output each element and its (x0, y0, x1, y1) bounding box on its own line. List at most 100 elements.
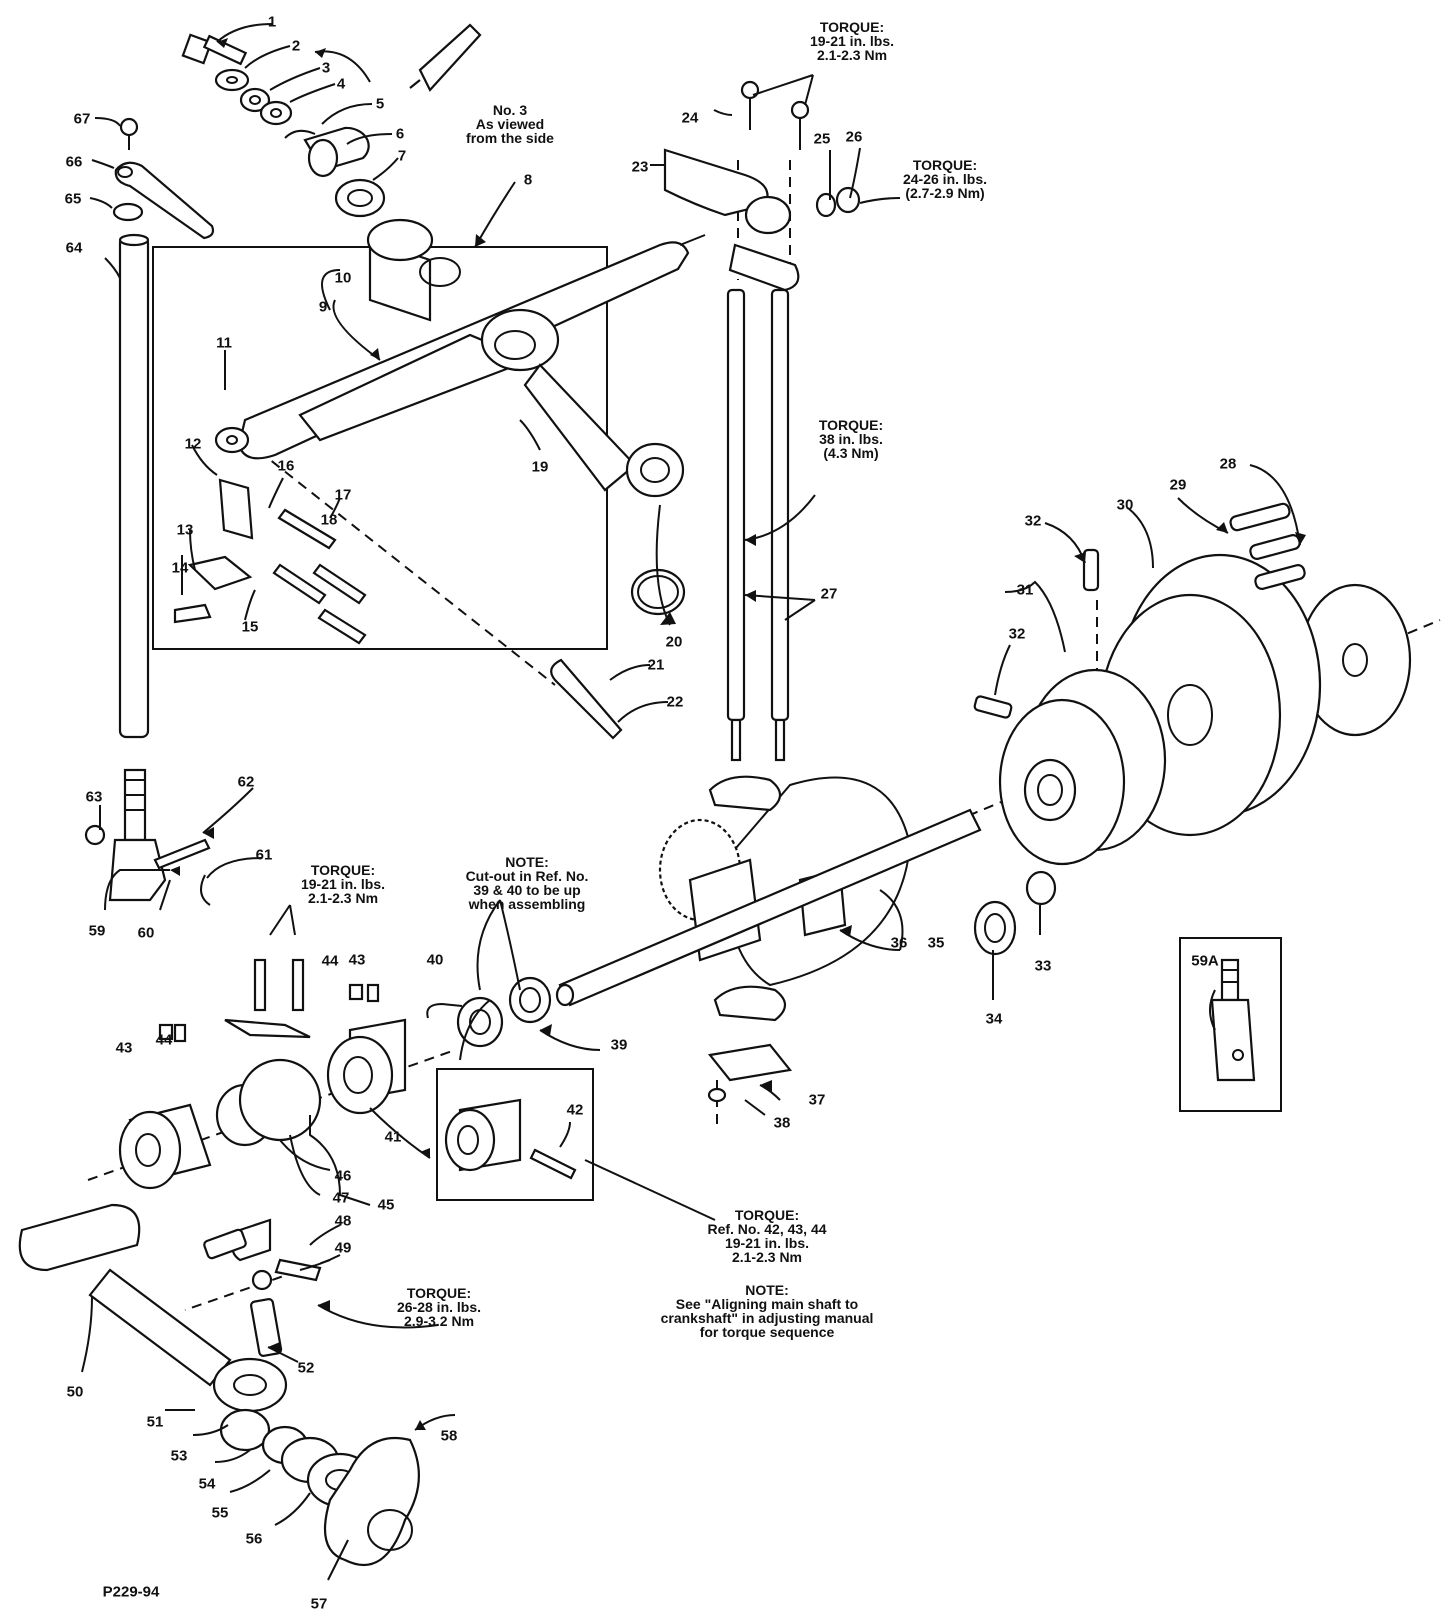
part-label: 39 (610, 1036, 628, 1054)
part-label: 41 (384, 1128, 402, 1146)
part-label: 45 (377, 1196, 395, 1214)
part-label: 67 (73, 110, 91, 128)
part-label: 53 (170, 1447, 188, 1465)
part-label: 2 (291, 37, 301, 55)
link-parts (173, 478, 623, 740)
part-label: 13 (176, 521, 194, 539)
torque-note-left: TORQUE:19-21 in. lbs.2.1-2.3 Nm (300, 862, 386, 906)
part-label: 24 (681, 109, 699, 127)
part-label: 51 (146, 1413, 164, 1431)
part-label: 44 (321, 952, 339, 970)
part-label: 14 (171, 559, 189, 577)
part-label: 44 (155, 1031, 173, 1049)
part-label: 48 (334, 1212, 352, 1230)
part-label: 17 (334, 486, 352, 504)
part-label: 50 (66, 1383, 84, 1401)
part-label: 15 (241, 618, 259, 636)
part-label: 66 (65, 153, 83, 171)
part-label: 40 (426, 951, 444, 969)
part-label: 23 (631, 158, 649, 176)
crank-assembly (118, 958, 380, 1282)
part-label: 11 (216, 334, 232, 352)
part-label: 56 (245, 1530, 263, 1548)
part-label: 38 (773, 1114, 791, 1132)
part-label: 54 (198, 1475, 216, 1493)
part-label: 3 (321, 59, 331, 77)
part-label: 62 (237, 773, 255, 791)
part-label: 12 (184, 435, 202, 453)
clamp-59 (84, 768, 211, 906)
part-label: 59A (1191, 952, 1219, 970)
clamp-23 (663, 80, 861, 292)
part-label: 33 (1034, 957, 1052, 975)
part-label: 27 (820, 585, 838, 603)
part-label: 36 (890, 934, 908, 952)
part-label: 8 (523, 171, 533, 189)
part-label: 6 (395, 125, 405, 143)
part-label: 43 (348, 951, 366, 969)
part-label: 65 (64, 190, 82, 208)
collars (326, 976, 577, 1180)
part-label: 20 (665, 633, 683, 651)
part-label: 42 (566, 1101, 584, 1119)
pin-19 (523, 363, 686, 616)
part-label: 18 (320, 511, 338, 529)
part-label: 58 (440, 1427, 458, 1445)
cutout-note: NOTE:Cut-out in Ref. No.39 & 40 to be up… (465, 854, 589, 912)
torque-note-top: TORQUE:19-21 in. lbs.2.1-2.3 Nm (809, 19, 895, 63)
part-label: 37 (808, 1091, 826, 1109)
leader-lines (81, 23, 1301, 1581)
part-label: 5 (375, 95, 385, 113)
part-label: 4 (336, 75, 346, 93)
part-label: 28 (1219, 455, 1237, 473)
bolt-stack (181, 33, 386, 218)
part-label: 19 (531, 458, 549, 476)
part-label: 9 (318, 298, 328, 316)
part-label: 21 (647, 656, 665, 674)
part-label: 47 (332, 1189, 350, 1207)
part-label: 63 (85, 788, 103, 806)
part-label: 60 (137, 924, 155, 942)
part-label: 31 (1016, 581, 1034, 599)
shaft-64 (112, 117, 215, 739)
part-label: 64 (65, 239, 83, 257)
pulley-assembly (973, 502, 1412, 866)
part-label: 25 (813, 130, 831, 148)
part-label: 57 (310, 1595, 328, 1613)
arrow-heads (170, 38, 1306, 1430)
inset-box-collar (436, 1068, 594, 1201)
part-label: 7 (397, 147, 407, 165)
part-label: 34 (985, 1010, 1003, 1028)
part-label: 26 (845, 128, 863, 146)
figure-code: P229-94 (102, 1583, 160, 1601)
bottom-shaft (18, 1203, 420, 1566)
arm-9 (214, 218, 706, 460)
washer-34 (973, 900, 1017, 956)
torque-note-right: TORQUE:24-26 in. lbs.(2.7-2.9 Nm) (902, 157, 988, 201)
part-label: 49 (334, 1239, 352, 1257)
part-label: 43 (115, 1039, 133, 1057)
part-label: 30 (1116, 496, 1134, 514)
part-label: 35 (927, 934, 945, 952)
part-label: 59 (88, 922, 106, 940)
part-label: 55 (211, 1504, 229, 1522)
part-label: 52 (297, 1359, 315, 1377)
part-label: 46 (334, 1167, 352, 1185)
torque-note-rods: TORQUE:38 in. lbs.(4.3 Nm) (818, 417, 884, 461)
side-view-sketch (409, 23, 482, 92)
part-label: 16 (277, 457, 295, 475)
part-label: 10 (334, 269, 352, 287)
clamp-59a (1210, 958, 1256, 1082)
torque-note-bottom: TORQUE:26-28 in. lbs.2.9-3.2 Nm (396, 1285, 482, 1329)
part-label: 61 (255, 846, 273, 864)
rods-27 (726, 288, 790, 762)
part-label: 32 (1008, 625, 1026, 643)
washer-33 (1025, 870, 1057, 906)
part-label: 1 (267, 13, 277, 31)
inset-box-59a (1179, 937, 1282, 1112)
center-line-arm-diag (244, 439, 556, 686)
